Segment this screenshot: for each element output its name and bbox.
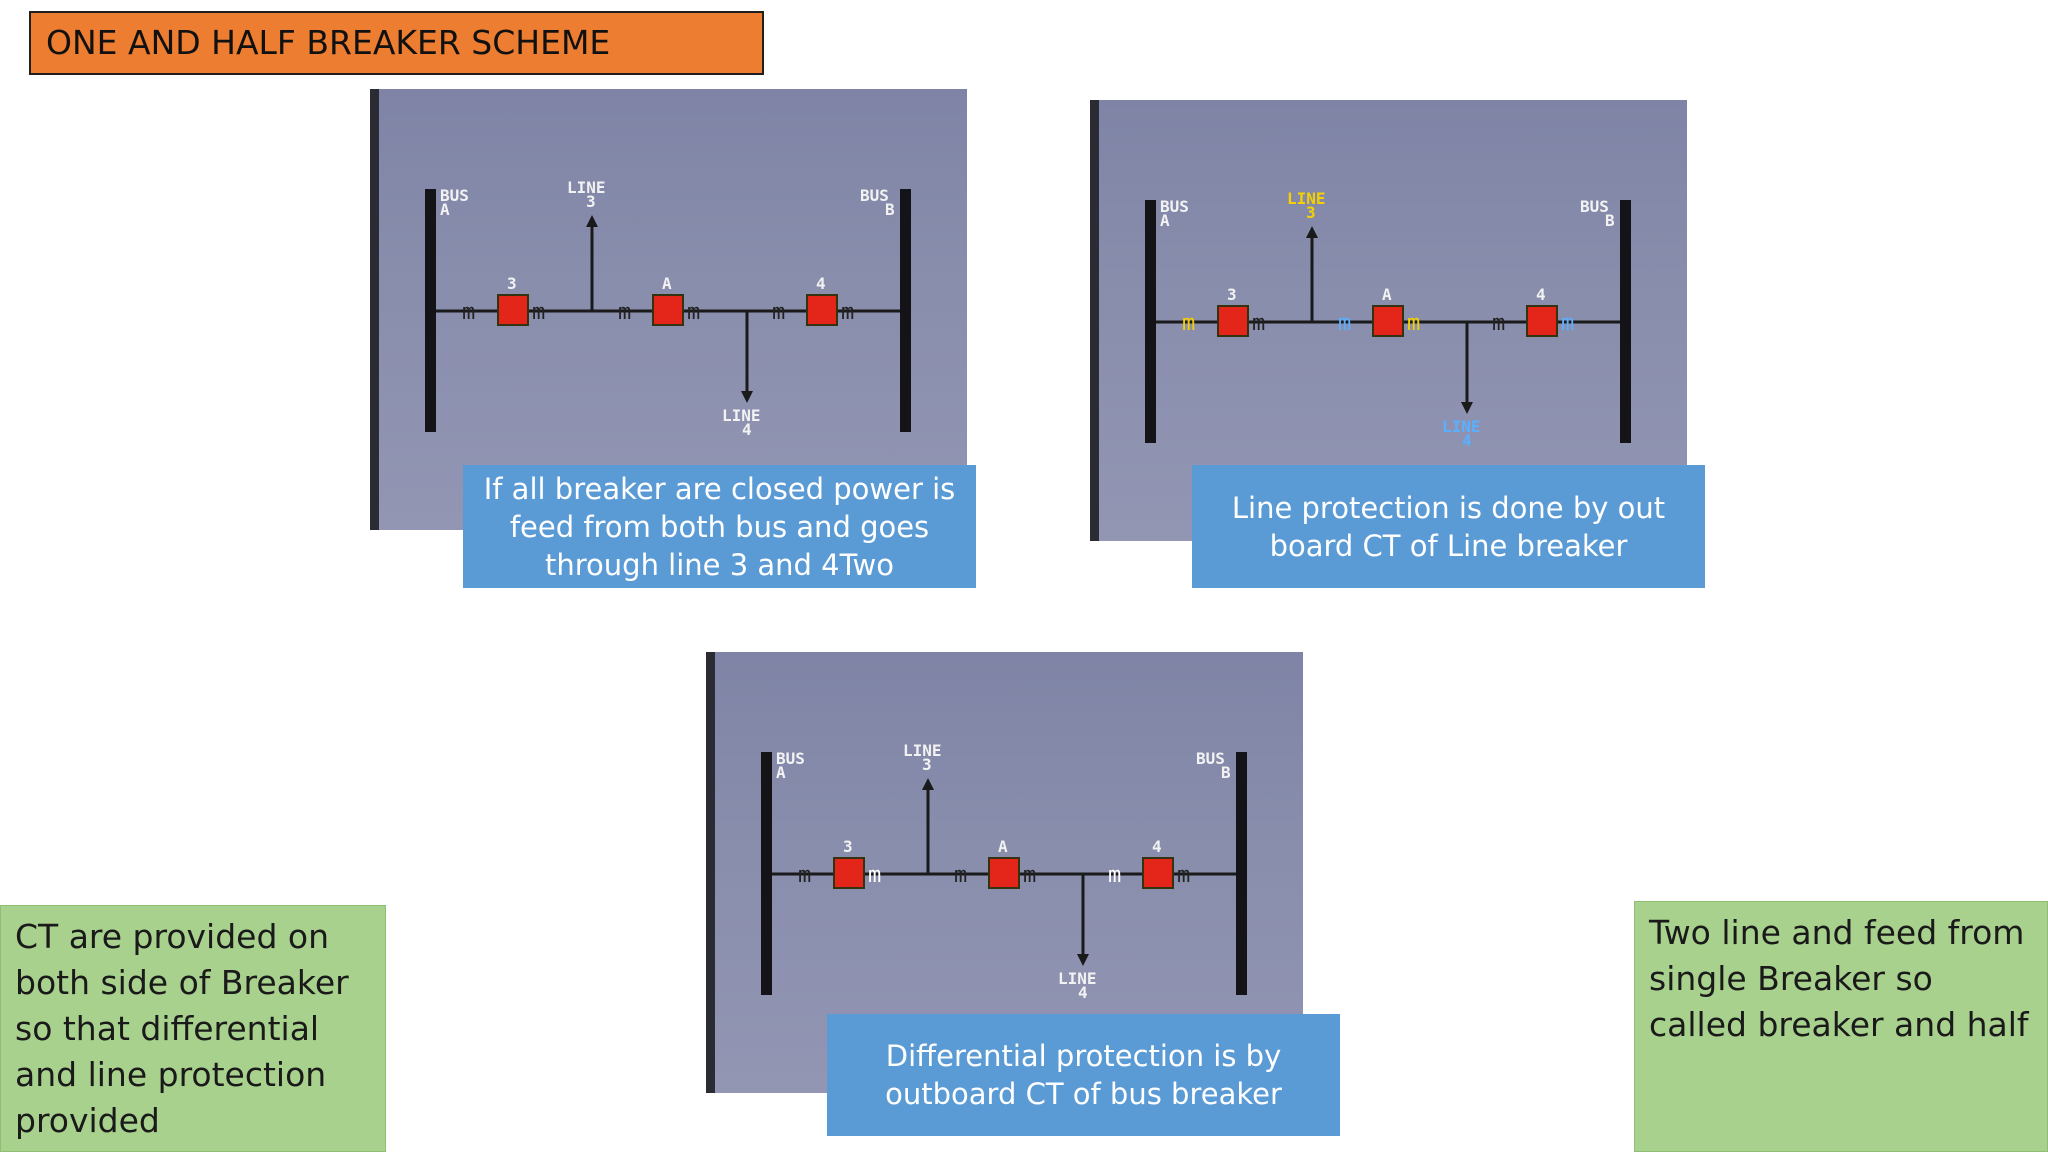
svg-text:m: m <box>1407 311 1420 336</box>
caption-line-protection: Line protection is done by out board CT … <box>1192 465 1705 588</box>
breaker-4-label: 4 <box>1536 285 1546 304</box>
svg-text:m: m <box>1108 863 1121 888</box>
svg-text:m: m <box>868 863 881 888</box>
bus-a-label-1: BUS <box>440 186 469 205</box>
bus-b-bar <box>900 189 911 432</box>
svg-text:m: m <box>798 863 811 888</box>
line-3-label-2: 3 <box>922 755 932 774</box>
breaker-a: m m <box>618 294 700 326</box>
breaker-4: m m <box>772 294 854 326</box>
caption-differential-protection: Differential protection is by outboard C… <box>827 1014 1340 1136</box>
svg-text:m: m <box>687 300 700 325</box>
bus-b-label-1: BUS <box>860 186 889 205</box>
line-3-label-1: LINE <box>567 178 606 197</box>
svg-text:m: m <box>1023 863 1036 888</box>
svg-text:m: m <box>618 300 631 325</box>
bus-a-label-1: BUS <box>776 749 805 768</box>
breaker-4: m m <box>1108 857 1190 889</box>
svg-text:m: m <box>532 300 545 325</box>
line-4-label-2: 4 <box>742 420 752 439</box>
bus-a-bar <box>1145 200 1156 443</box>
breaker-3-label: 3 <box>1227 285 1237 304</box>
line-4-label-2: 4 <box>1462 431 1472 450</box>
breaker-3-label: 3 <box>507 274 517 293</box>
line-4-label-1: LINE <box>722 406 761 425</box>
breaker-3: m m <box>462 294 545 326</box>
breaker-a-label: A <box>662 274 672 293</box>
breaker-3: m m <box>1182 305 1265 337</box>
line-4-label-2: 4 <box>1078 983 1088 1002</box>
svg-text:m: m <box>954 863 967 888</box>
bus-b-label-1: BUS <box>1196 749 1225 768</box>
line-3-label-1: LINE <box>1287 189 1326 208</box>
breaker-3-label: 3 <box>843 837 853 856</box>
one-and-half-breaker-diagram: m m m m m m BUS A BUS B LINE 3 LINE 4 3 … <box>425 178 911 439</box>
svg-text:m: m <box>1492 311 1505 336</box>
breaker-a: m m <box>954 857 1036 889</box>
scheme-diagram-all-closed: m m m m m m BUS A BUS B LINE 3 LINE 4 3 … <box>370 89 967 530</box>
bus-a-bar <box>761 752 772 995</box>
bus-b-label-1: BUS <box>1580 197 1609 216</box>
note-breaker-and-half: Two line and feed from single Breaker so… <box>1634 901 2048 1152</box>
svg-text:m: m <box>1177 863 1190 888</box>
bus-a-label-2: A <box>1160 211 1170 230</box>
bus-b-bar <box>1236 752 1247 995</box>
one-and-half-breaker-diagram: m m m m m m BUS A BUS B LINE 3 LINE 4 3 … <box>761 741 1247 1002</box>
caption-all-breakers-closed: If all breaker are closed power is feed … <box>463 465 976 588</box>
bus-a-bar <box>425 189 436 432</box>
svg-text:m: m <box>462 300 475 325</box>
breaker-4-label: 4 <box>816 274 826 293</box>
breaker-3: m m <box>798 857 881 889</box>
one-and-half-breaker-diagram: m m m m m m BUS A BUS B LINE 3 LINE 4 3 … <box>1145 189 1631 450</box>
line-4-label-1: LINE <box>1442 417 1481 436</box>
line-3-label-1: LINE <box>903 741 942 760</box>
slide-title: ONE AND HALF BREAKER SCHEME <box>29 11 764 75</box>
bus-a-label-2: A <box>776 763 786 782</box>
bus-b-bar <box>1620 200 1631 443</box>
line-4-label-1: LINE <box>1058 969 1097 988</box>
svg-text:m: m <box>1561 311 1574 336</box>
bus-b-label-2: B <box>885 200 895 219</box>
line-3-label-2: 3 <box>1306 203 1316 222</box>
note-ct-both-sides: CT are provided on both side of Breaker … <box>0 905 386 1152</box>
bus-a-label-2: A <box>440 200 450 219</box>
bus-a-label-1: BUS <box>1160 197 1189 216</box>
breaker-4-label: 4 <box>1152 837 1162 856</box>
breaker-a: m m <box>1338 305 1420 337</box>
breaker-a-label: A <box>1382 285 1392 304</box>
svg-text:m: m <box>1338 311 1351 336</box>
breaker-a-label: A <box>998 837 1008 856</box>
svg-text:m: m <box>1182 311 1195 336</box>
breaker-4: m m <box>1492 305 1574 337</box>
bus-b-label-2: B <box>1605 211 1615 230</box>
svg-text:m: m <box>1252 311 1265 336</box>
svg-text:m: m <box>772 300 785 325</box>
svg-text:m: m <box>841 300 854 325</box>
bus-b-label-2: B <box>1221 763 1231 782</box>
line-3-label-2: 3 <box>586 192 596 211</box>
